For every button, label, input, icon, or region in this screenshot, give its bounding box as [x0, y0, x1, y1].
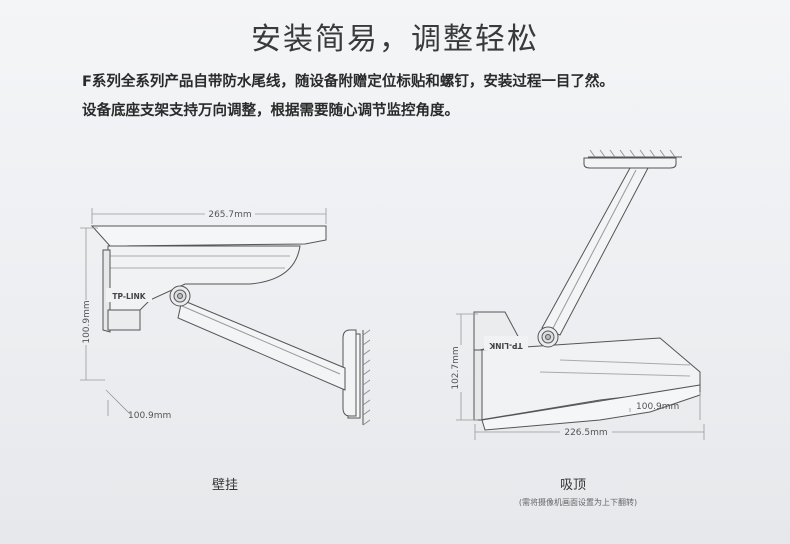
- ceiling-mount-note: (需将摄像机画面设置为上下翻转): [518, 498, 638, 507]
- wall-mount-caption: 壁挂: [211, 478, 238, 493]
- description-line-1: F系列全系列产品自带防水尾线，随设备附赠定位标贴和螺钉，安装过程一目了然。: [82, 74, 614, 90]
- description-line-2: 设备底座支架支持万向调整，根据需要随心调节监控角度。: [82, 103, 459, 119]
- ceiling-brand-label: TP-LINK: [488, 341, 522, 350]
- ceiling-width-label: 226.5mm: [564, 428, 607, 438]
- ceiling-mount-drawing: [456, 149, 705, 440]
- wall-height-label: 100.9mm: [82, 300, 92, 343]
- wall-mount-drawing: [80, 208, 371, 426]
- ceiling-height-label: 102.7mm: [451, 346, 461, 389]
- wall-depth-label: 100.9mm: [128, 411, 171, 421]
- ceiling-mount-caption: 吸顶: [559, 478, 586, 493]
- wall-width-label: 265.7mm: [208, 210, 251, 220]
- ceiling-depth-label: 100.9mm: [636, 402, 679, 412]
- page-title: 安装简易，调整轻松: [251, 22, 539, 57]
- wall-brand-label: TP-LINK: [112, 292, 146, 301]
